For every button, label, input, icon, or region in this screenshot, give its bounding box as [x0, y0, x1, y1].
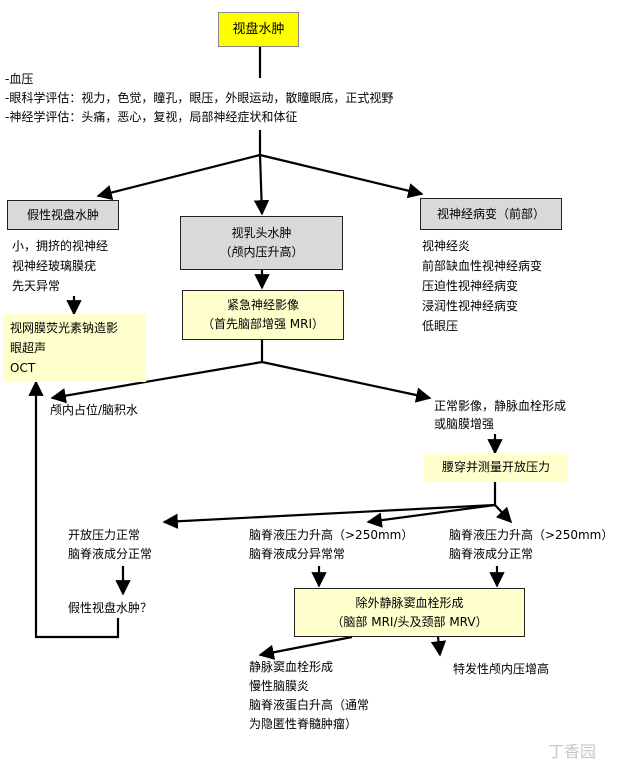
pseudo-item-2: 视神经玻璃膜疣	[12, 259, 97, 273]
lp-high-norm-1: 脑脊液压力升高（>250mm）	[449, 528, 614, 542]
exclude-label: 除外静脉窦血栓形成	[355, 595, 464, 610]
neuropathy-item-5: 低眼压	[422, 319, 459, 333]
lp-high-abn-2: 脑脊液成分异常常	[249, 547, 346, 561]
neuropathy-box: 视神经病变（前部）	[420, 198, 562, 230]
pseudo-tests-box: 视网膜荧光素钠造影 眼超声 OCT	[3, 314, 146, 382]
arrow-to-papilledema	[253, 154, 270, 216]
pseudo-question: 假性视盘水肿？	[68, 601, 153, 615]
imaging-box: 紧急神经影像 （首先脑部增强 MRI）	[182, 290, 344, 340]
neuropathy-item-3: 压迫性视神经病变	[422, 279, 519, 293]
arrow-to-lp-high-abn	[366, 503, 496, 528]
cause-2: 慢性脑膜炎	[249, 679, 310, 693]
arrow-to-causes	[258, 635, 353, 660]
arrow-to-normal-imaging	[261, 360, 432, 403]
lp-box: 腰穿并测量开放压力	[424, 453, 568, 482]
arrow-loop-back	[28, 380, 120, 639]
exclude-sub: （脑部 MRI/头及颈部 MRV）	[331, 614, 488, 629]
iih-text: 特发性颅内压增高	[453, 662, 550, 676]
lp-normal-1: 开放压力正常	[68, 528, 141, 542]
pseudo-item-1: 小，拥挤的视神经	[12, 239, 109, 253]
neuropathy-item-1: 视神经炎	[422, 239, 471, 253]
papilledema-label: 视乳头水肿	[231, 226, 292, 240]
assessment-bp: -血压	[5, 72, 34, 86]
normal-imaging-2: 或脑膜增强	[434, 417, 495, 431]
imaging-sub: （首先脑部增强 MRI）	[201, 317, 325, 331]
assessment-neuro: -神经学评估：头痛，恶心，复视，局部神经症状和体征	[5, 110, 298, 124]
arrow-to-mass	[50, 360, 263, 404]
imaging-label: 紧急神经影像	[226, 298, 299, 312]
pseudo-item-3: 先天异常	[12, 279, 61, 293]
watermark: 丁香园	[548, 738, 596, 762]
pseudo-test-3: OCT	[10, 361, 36, 375]
lp-label: 腰穿并测量开放压力	[441, 460, 550, 474]
mass-text: 颅内占位/脑积水	[50, 403, 139, 417]
pseudo-test-1: 视网膜荧光素钠造影	[10, 321, 119, 335]
normal-imaging-1: 正常影像，静脉血栓形成	[434, 399, 567, 413]
arrow-to-neuropathy	[259, 153, 424, 199]
neuropathy-box-label: 视神经病变（前部）	[436, 206, 545, 221]
arrow-to-iih	[430, 636, 447, 657]
cause-1: 静脉窦血栓形成	[249, 660, 334, 674]
neuropathy-item-2: 前部缺血性视神经病变	[422, 259, 543, 273]
arrow-to-lp-normal	[162, 503, 496, 529]
start-node: 视盘水肿	[218, 12, 299, 47]
pseudo-box: 假性视盘水肿	[7, 200, 119, 230]
arrow-to-lp-high-norm	[494, 504, 513, 524]
neuropathy-item-4: 浸润性视神经病变	[422, 299, 519, 313]
arrow-to-pseudo	[96, 153, 261, 201]
cause-3: 脑脊液蛋白升高（通常	[249, 698, 370, 712]
papilledema-box: 视乳头水肿 （颅内压升高）	[180, 216, 343, 270]
papilledema-sub: （颅内压升高）	[219, 245, 304, 259]
cause-4: 为隐匿性脊髓肿瘤）	[249, 717, 358, 731]
lp-high-abn-1: 脑脊液压力升高（>250mm）	[249, 528, 414, 542]
start-node-label: 视盘水肿	[232, 22, 285, 37]
assessment-ophth: -眼科学评估：视力，色觉，瞳孔，眼压，外眼运动，散瞳眼底，正式视野	[5, 91, 394, 105]
pseudo-box-label: 假性视盘水肿	[26, 207, 99, 222]
exclude-box: 除外静脉窦血栓形成 （脑部 MRI/头及颈部 MRV）	[294, 588, 525, 637]
lp-high-norm-2: 脑脊液成分正常	[449, 547, 534, 561]
lp-normal-2: 脑脊液成分正常	[68, 547, 153, 561]
watermark-text: 丁香园	[548, 742, 597, 761]
pseudo-test-2: 眼超声	[10, 341, 47, 355]
